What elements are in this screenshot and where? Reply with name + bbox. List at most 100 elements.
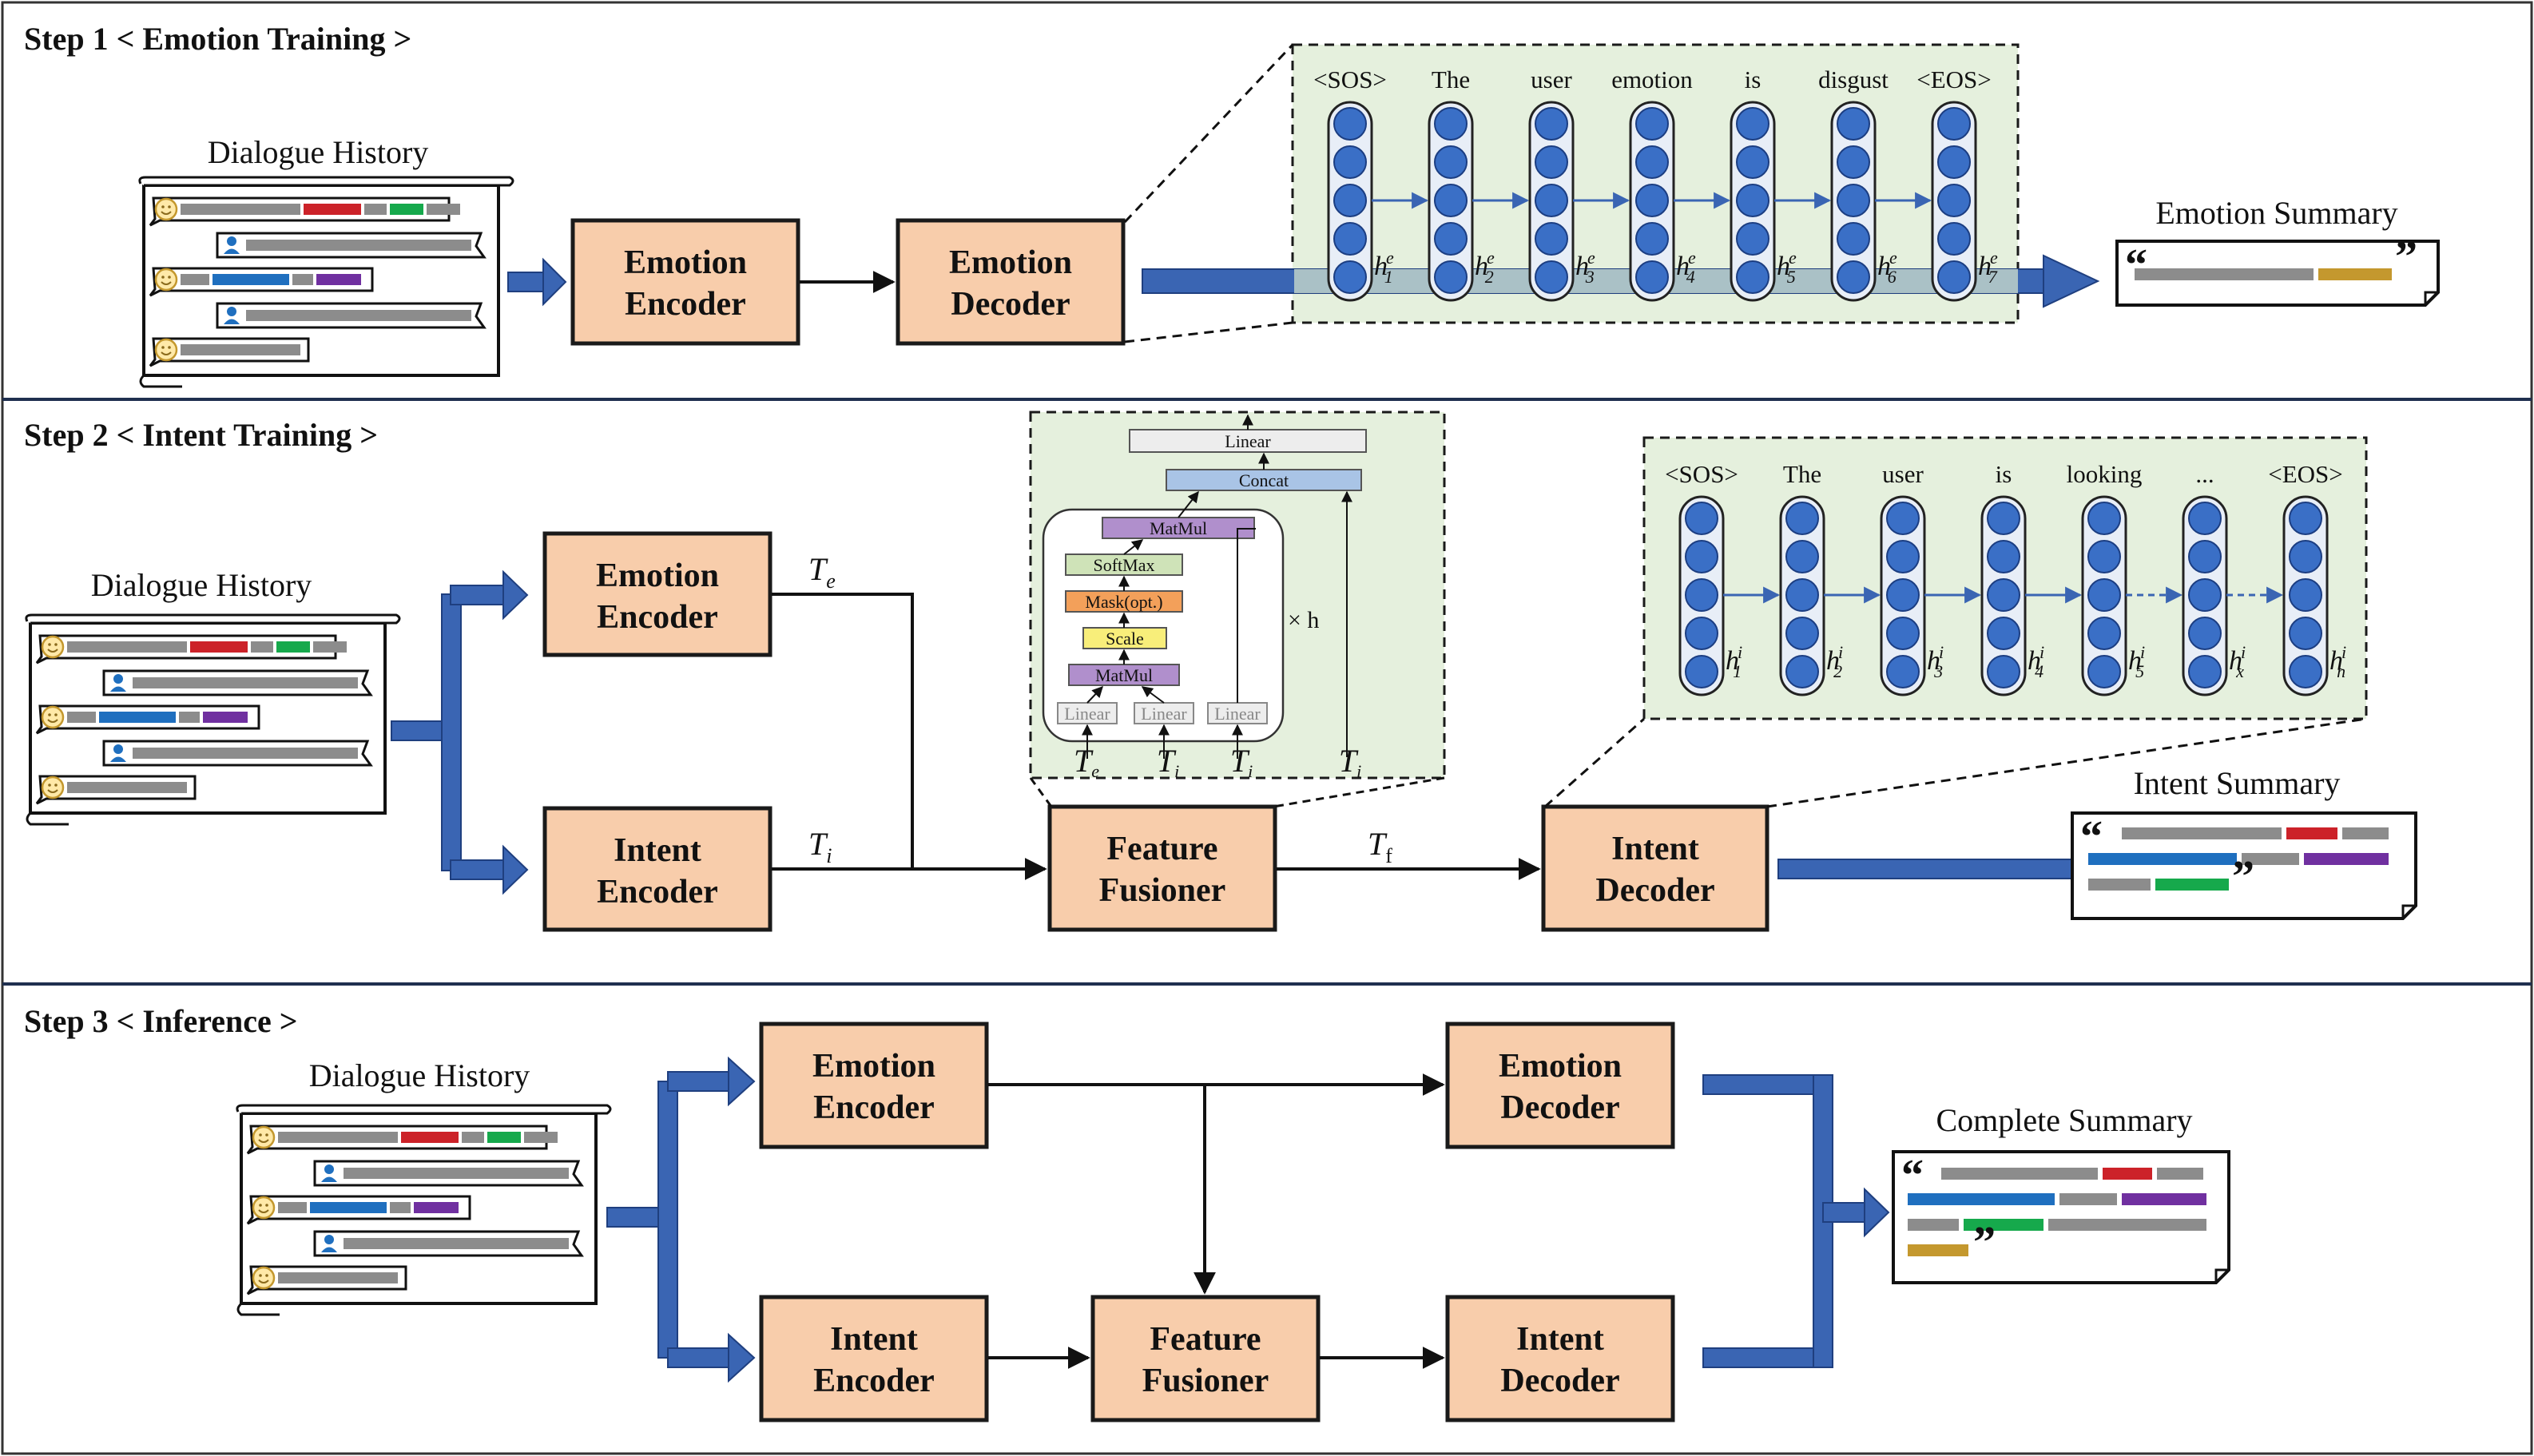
text-bar	[181, 204, 300, 215]
summary-text-bar	[2342, 827, 2389, 839]
token-label: user	[1531, 65, 1572, 93]
step3-merge-arrow	[1702, 1074, 1890, 1368]
neuron	[1333, 107, 1367, 141]
box-line-2: Encoder	[625, 286, 746, 323]
step3-title: Step 3 < Inference >	[24, 1003, 298, 1039]
text-bar	[203, 712, 248, 723]
neuron	[1987, 540, 2020, 573]
neuron	[1333, 222, 1367, 256]
text-bar	[310, 1202, 387, 1213]
intent-decoder-box-2: Intent Decoder	[1541, 804, 1769, 932]
eye	[265, 1204, 268, 1207]
eye	[259, 1274, 262, 1277]
text-bar	[67, 641, 187, 653]
close-quote: ”	[2395, 232, 2417, 282]
neuron	[1535, 184, 1568, 217]
step2-title: Step 2 < Intent Training >	[24, 417, 378, 453]
neuron	[1535, 107, 1568, 141]
neuron	[2188, 540, 2222, 573]
agent-avatar-icon	[113, 744, 123, 754]
attention-block: Linear Concat MatMul SoftMax Mask(opt.) …	[1042, 414, 1367, 781]
text-bar	[212, 274, 289, 285]
neuron	[2289, 578, 2322, 612]
text-bar	[390, 1202, 411, 1213]
neuron	[2188, 502, 2222, 535]
text-bar	[278, 1132, 398, 1143]
text-bar	[133, 748, 358, 759]
neuron	[2289, 655, 2322, 688]
neuron	[2087, 655, 2121, 688]
agent-avatar-icon	[113, 674, 123, 684]
token-label: <SOS>	[1313, 65, 1387, 93]
box-line-2: Decoder	[951, 286, 1070, 323]
step1-input-arrow	[507, 257, 567, 307]
neuron	[1736, 260, 1769, 294]
close-quote: ”	[1973, 1218, 1996, 1268]
summary-text-bar	[2286, 827, 2337, 839]
eye	[54, 713, 58, 716]
eye	[259, 1204, 262, 1207]
user-emoji-icon	[252, 1266, 276, 1290]
att-input-ti-1: Ti	[1157, 743, 1179, 781]
scroll-top-curl	[236, 1104, 612, 1115]
eye	[54, 784, 58, 787]
agent-body	[224, 319, 240, 324]
summary-text-bar	[2122, 1193, 2206, 1205]
eye	[168, 276, 171, 279]
zoom-line-top-2	[1544, 717, 1645, 808]
summary-text-bar	[2242, 853, 2299, 865]
user-emoji-icon	[154, 268, 178, 292]
box-line-1: Feature	[1106, 831, 1217, 867]
text-bar	[292, 274, 313, 285]
text-bar	[67, 712, 96, 723]
text-bar	[390, 204, 423, 215]
neuron	[1886, 655, 1920, 688]
agent-body	[110, 756, 126, 762]
neuron	[1785, 540, 1819, 573]
neuron	[1736, 222, 1769, 256]
neuron	[1685, 578, 1718, 612]
text-bar	[190, 641, 248, 653]
att-matmul-top-label: MatMul	[1150, 518, 1207, 538]
att-softmax-label: SoftMax	[1094, 555, 1155, 575]
text-bar	[313, 641, 347, 653]
summary-text-bar	[1941, 1168, 2098, 1180]
open-quote: “	[2125, 240, 2147, 290]
emotion-summary-card: “”	[2115, 232, 2440, 307]
text-bar	[344, 1168, 569, 1179]
mouth	[258, 1279, 269, 1283]
emotion-encoder-box-1: Emotion Encoder	[570, 218, 800, 346]
agent-body	[321, 1247, 337, 1252]
page-fold	[2214, 1268, 2229, 1283]
complete-summary-label: Complete Summary	[1936, 1102, 2192, 1138]
box-line-1: Emotion	[1499, 1048, 1622, 1085]
att-linear-top: Linear	[1129, 429, 1367, 453]
neuron	[2188, 617, 2222, 650]
summary-text-bar	[1908, 1193, 2055, 1205]
scroll-bottom-curl	[26, 811, 69, 826]
agent-avatar-icon	[324, 1164, 334, 1174]
text-bar	[246, 240, 471, 251]
te-label: Te	[808, 551, 836, 593]
user-emoji-icon	[252, 1196, 276, 1220]
neuron	[1635, 145, 1669, 179]
text-bar	[179, 712, 200, 723]
agent-avatar-icon	[324, 1235, 334, 1244]
summary-text-bar	[1908, 1219, 1959, 1231]
user-emoji-icon	[252, 1125, 276, 1149]
neuron	[1937, 184, 1971, 217]
intent-decoder-box-3: Intent Decoder	[1445, 1295, 1675, 1422]
user-emoji-icon	[154, 197, 178, 221]
token-label: is	[1745, 65, 1761, 93]
eye	[161, 276, 165, 279]
text-bar	[251, 641, 273, 653]
att-matmul-bottom-label: MatMul	[1095, 665, 1153, 685]
